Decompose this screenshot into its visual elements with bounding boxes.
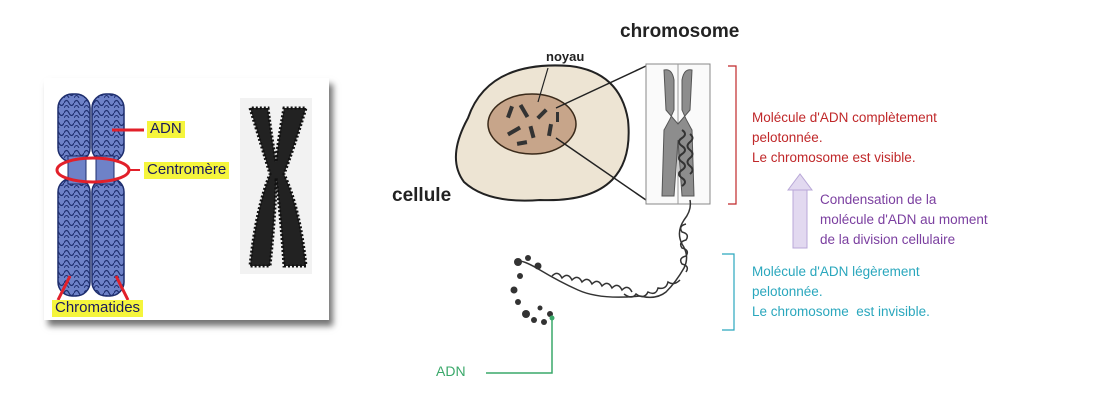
centromere-label: Centromère (144, 161, 230, 179)
cellule-label: cellule (392, 185, 452, 206)
nucleosome-beads (510, 255, 553, 325)
visible-annotation: Molécule d'ADN complètement pelotonnée. … (752, 110, 937, 165)
visible-bracket (728, 65, 737, 205)
left-chromatid (57, 93, 91, 297)
condensation-annotation: Condensation de la molécule d'ADN au mom… (820, 192, 988, 247)
chromatid-pointer-left (56, 275, 72, 301)
adn-bottom-label: ADN (436, 363, 466, 379)
adn-label: ADN (147, 120, 185, 138)
invisible-bracket (722, 253, 735, 331)
dna-unwinding (515, 199, 692, 299)
chromatides-label: Chromatides (52, 299, 144, 317)
nucleus (487, 93, 577, 155)
chromosome-micrograph (240, 98, 312, 274)
invisible-annotation: Molécule d'ADN légèrement pelotonnée. Le… (752, 264, 930, 319)
chromosome-title: chromosome (620, 21, 740, 42)
chromosome-structure-card: ADN Centromère Chromatides (44, 78, 329, 320)
noyau-label: noyau (546, 49, 585, 64)
adn-pointer-line (486, 318, 553, 374)
chromosome-structure-illustration (55, 93, 312, 301)
chromatid-pointer-right (114, 275, 130, 301)
nucleus-chromosomes (506, 103, 559, 146)
condensation-arrow (787, 173, 813, 249)
right-chromatid (91, 93, 125, 297)
chromosome-zoom-box (645, 63, 711, 205)
